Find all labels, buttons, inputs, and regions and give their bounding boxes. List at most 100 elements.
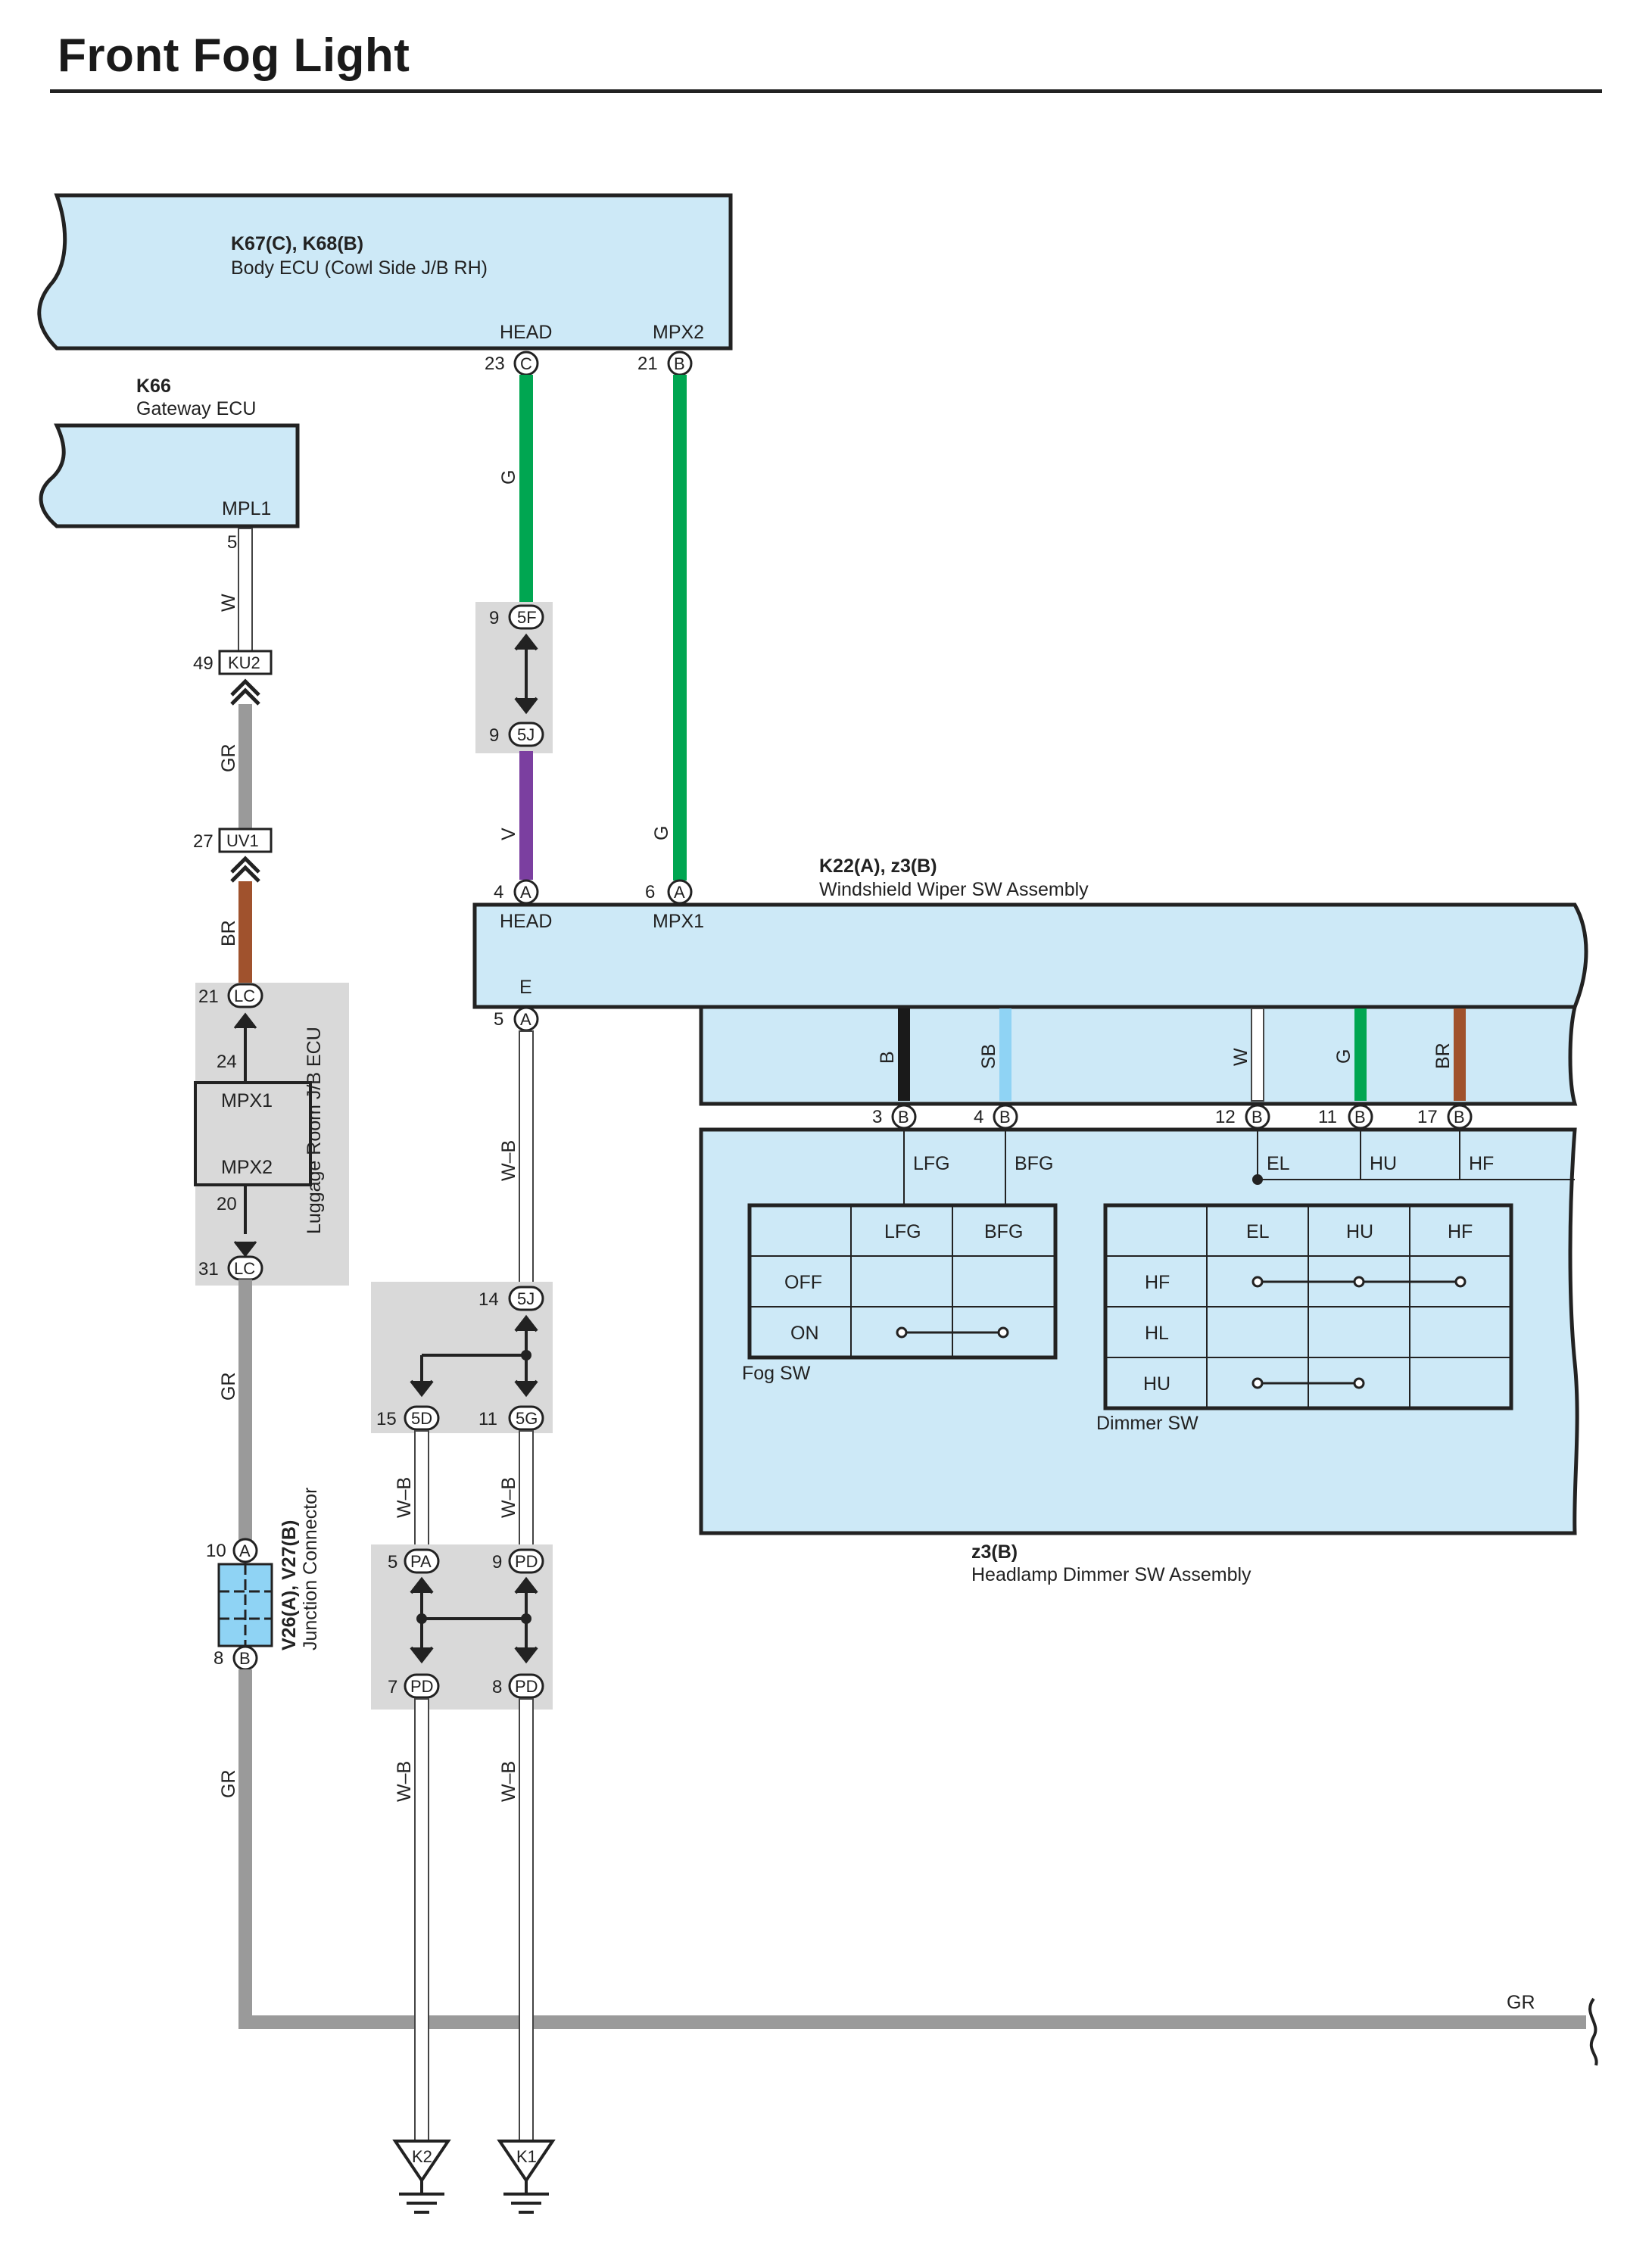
wire-wb-k1 xyxy=(519,1698,534,2143)
splice-5f-arrows xyxy=(514,633,538,715)
body-ecu-conn-head: C xyxy=(520,354,532,373)
connector-lc21-name: LC xyxy=(234,986,255,1005)
wire-wb-5d xyxy=(414,1430,429,1549)
connector-5d-pin: 15 xyxy=(376,1409,397,1429)
wiper-conn-e: A xyxy=(520,1010,531,1029)
connector-lc31-pin: 31 xyxy=(198,1259,219,1279)
ground-k2-label: K2 xyxy=(412,2147,432,2166)
wire-label-g-mpx: G xyxy=(651,826,672,840)
fog-sw-table: LFG BFG OFF ON Fog SW xyxy=(742,1203,1058,1384)
connector-pd8 xyxy=(508,1673,544,1699)
connector-lc21 xyxy=(227,983,263,1008)
connector-lc31-name: LC xyxy=(234,1259,255,1278)
dimmer-sw-row-hu: HU xyxy=(1143,1373,1170,1395)
dimmer-internal-node xyxy=(1252,1174,1263,1185)
connector-pa-pin: 5 xyxy=(388,1552,397,1572)
fog-sw-caption: Fog SW xyxy=(742,1363,811,1384)
wire-label-g-head: G xyxy=(498,470,519,485)
wire-g-dimmer xyxy=(1354,1008,1367,1101)
dimmer-sw-row-hl: HL xyxy=(1145,1323,1169,1344)
body-ecu-code: K67(C), K68(B) xyxy=(231,233,363,254)
junction-subtitle: Junction Connector xyxy=(300,1488,321,1650)
wire-label-br: BR xyxy=(218,920,239,946)
luggage-mpx2: MPX2 xyxy=(221,1157,273,1178)
connector-5g-name: 5G xyxy=(516,1409,538,1428)
dimmer-pin-label-bfg: BFG xyxy=(1015,1153,1053,1174)
wire-label-gr-1: GR xyxy=(218,744,239,773)
wire-sb xyxy=(999,1008,1011,1101)
wiper-sw-code: K22(A), z3(B) xyxy=(819,856,937,877)
wiper-pin-head-num: 4 xyxy=(494,882,503,902)
wire-label-b: B xyxy=(877,1051,898,1064)
body-ecu: K67(C), K68(B) Body ECU (Cowl Side J/B R… xyxy=(37,193,733,351)
connector-lc21-pin: 21 xyxy=(198,986,219,1007)
gateway-pin: 5 xyxy=(227,532,237,553)
wire-gr-2 xyxy=(238,1279,252,1544)
connector-pd8-name: PD xyxy=(515,1677,538,1696)
junction-name: V26(A), V27(B) xyxy=(279,1520,300,1650)
wire-br xyxy=(238,881,252,995)
wiper-pin-mpx1-num: 6 xyxy=(645,882,655,902)
junction-pin-a-num: 10 xyxy=(206,1541,226,1561)
splice-pa-node-right xyxy=(521,1613,531,1624)
wiper-conn-mpx1: A xyxy=(674,883,685,902)
wire-label-gr-bus: GR xyxy=(1507,1992,1535,2013)
wire-label-wb-k1: W–B xyxy=(498,1761,519,1802)
wire-label-gr-3: GR xyxy=(218,1770,239,1799)
dimmer-pin-conn-el: B xyxy=(1251,1108,1263,1127)
wire-w-gateway xyxy=(238,528,253,662)
wire-label-br-dimmer: BR xyxy=(1432,1043,1454,1069)
connector-uv1-name: UV1 xyxy=(226,831,259,850)
wire-label-v: V xyxy=(498,828,519,840)
connector-5f-pin: 9 xyxy=(489,608,499,628)
connector-pa-name: PA xyxy=(410,1552,432,1571)
dimmer-pin-label-el: EL xyxy=(1267,1153,1290,1174)
wiper-term-mpx1: MPX1 xyxy=(653,911,704,932)
dimmer-pin-num-hf: 17 xyxy=(1417,1107,1438,1127)
splice-5j-node xyxy=(521,1350,531,1360)
dimmer-sw-header-hu: HU xyxy=(1346,1221,1373,1242)
connector-5j-a xyxy=(508,722,544,747)
luggage-arrow-up xyxy=(233,1012,257,1029)
dimmer-pin-num-hu: 11 xyxy=(1318,1107,1337,1127)
gateway-ecu-name: Gateway ECU xyxy=(136,398,256,419)
wiper-pin-e-num: 5 xyxy=(494,1009,503,1030)
connector-5d xyxy=(404,1405,440,1431)
connector-5d-name: 5D xyxy=(411,1409,432,1428)
bus-break-mark xyxy=(1588,1997,1598,2066)
wire-label-wb-e: W–B xyxy=(498,1140,519,1181)
dimmer-pin-conn-hf: B xyxy=(1454,1108,1465,1127)
luggage-pin-out: 20 xyxy=(217,1194,237,1214)
connector-5g-pin: 11 xyxy=(478,1409,497,1429)
connector-pa xyxy=(404,1548,440,1574)
wire-label-gr-2: GR xyxy=(218,1373,239,1401)
connector-5j-b-name: 5J xyxy=(517,1289,535,1308)
connector-pd7 xyxy=(404,1673,440,1699)
luggage-pin-in: 24 xyxy=(217,1052,237,1072)
wire-br-dimmer xyxy=(1454,1008,1466,1101)
dimmer-pin-conn-hu: B xyxy=(1354,1108,1366,1127)
connector-ku2-name: KU2 xyxy=(228,653,260,672)
wire-label-wb-k2: W–B xyxy=(394,1761,415,1802)
body-ecu-term-mpx2: MPX2 xyxy=(653,322,704,343)
wire-wb-e xyxy=(519,1030,534,1292)
title-rule xyxy=(50,89,1602,93)
dimmer-pin-num-lfg: 3 xyxy=(872,1107,882,1127)
connector-uv1 xyxy=(218,828,273,853)
luggage-ecu-name: Luggage Room J/B ECU xyxy=(304,1027,325,1234)
connector-ku2-chevron xyxy=(230,678,260,706)
wire-wb-5g xyxy=(519,1430,534,1549)
wire-gr-3 xyxy=(238,1669,252,2029)
connector-uv1-chevron xyxy=(230,856,260,883)
gateway-ecu-term: MPL1 xyxy=(222,498,271,519)
connector-pd9-pin: 9 xyxy=(492,1552,502,1572)
body-ecu-term-head: HEAD xyxy=(500,322,552,343)
ground-k1: K1 xyxy=(497,2140,556,2214)
connector-ku2-pin: 49 xyxy=(193,653,214,674)
ground-k1-label: K1 xyxy=(516,2147,537,2166)
fog-sw-header-bfg: BFG xyxy=(984,1221,1023,1242)
body-ecu-pin-mpx2-num: 21 xyxy=(637,354,658,374)
wire-label-w-dimmer: W xyxy=(1230,1048,1251,1066)
